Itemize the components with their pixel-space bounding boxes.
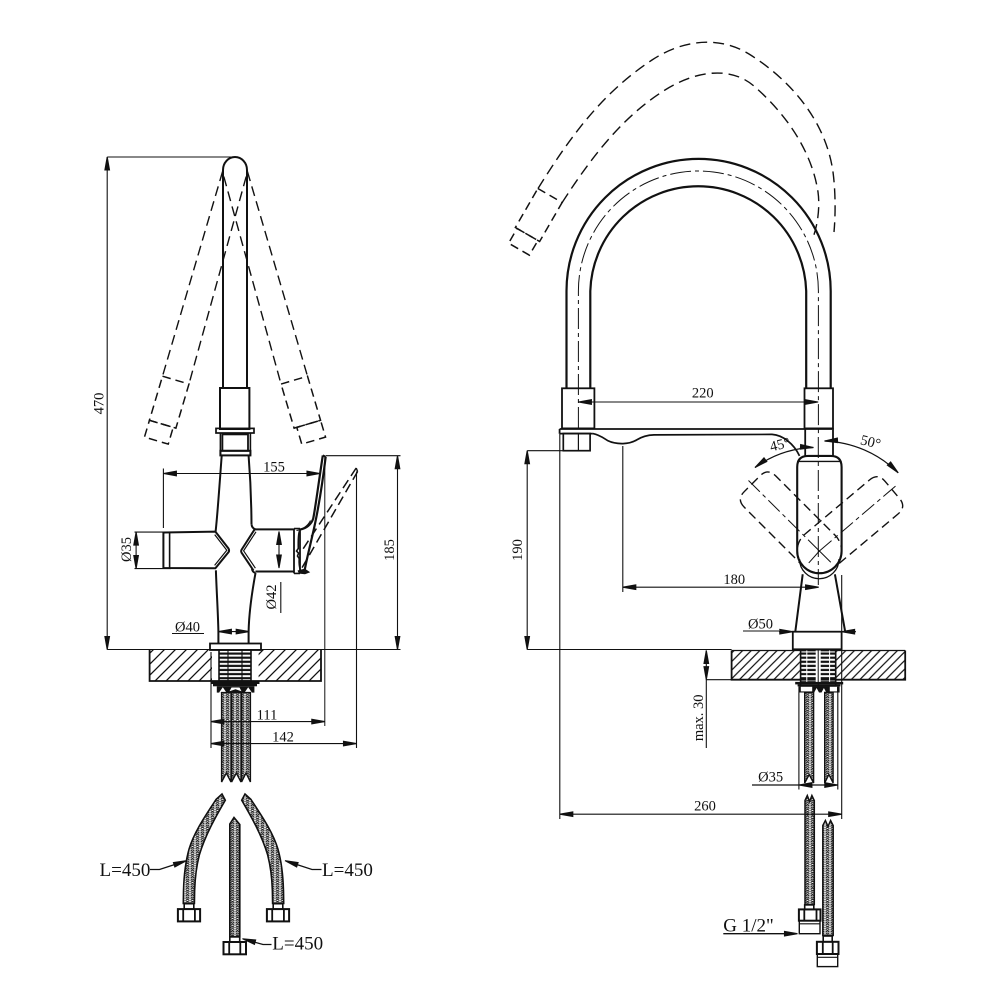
svg-text:L=450: L=450	[322, 860, 373, 881]
svg-text:Ø35: Ø35	[758, 770, 783, 786]
svg-text:50°: 50°	[859, 432, 883, 452]
svg-text:45°: 45°	[768, 435, 792, 455]
svg-text:L=450: L=450	[100, 860, 151, 881]
svg-text:190: 190	[510, 539, 526, 561]
svg-text:G 1/2": G 1/2"	[723, 916, 774, 937]
svg-text:max. 30: max. 30	[691, 694, 707, 741]
svg-text:Ø42: Ø42	[264, 585, 280, 610]
svg-text:180: 180	[723, 572, 745, 588]
svg-text:Ø40: Ø40	[175, 620, 200, 636]
svg-text:220: 220	[692, 386, 714, 402]
svg-text:185: 185	[382, 539, 398, 561]
svg-text:L=450: L=450	[272, 934, 323, 955]
svg-text:142: 142	[272, 729, 294, 745]
svg-text:155: 155	[263, 460, 285, 476]
svg-text:111: 111	[257, 707, 278, 723]
svg-text:470: 470	[92, 393, 108, 415]
svg-text:Ø35: Ø35	[119, 537, 135, 562]
svg-text:Ø50: Ø50	[748, 616, 773, 632]
svg-text:260: 260	[694, 798, 716, 814]
